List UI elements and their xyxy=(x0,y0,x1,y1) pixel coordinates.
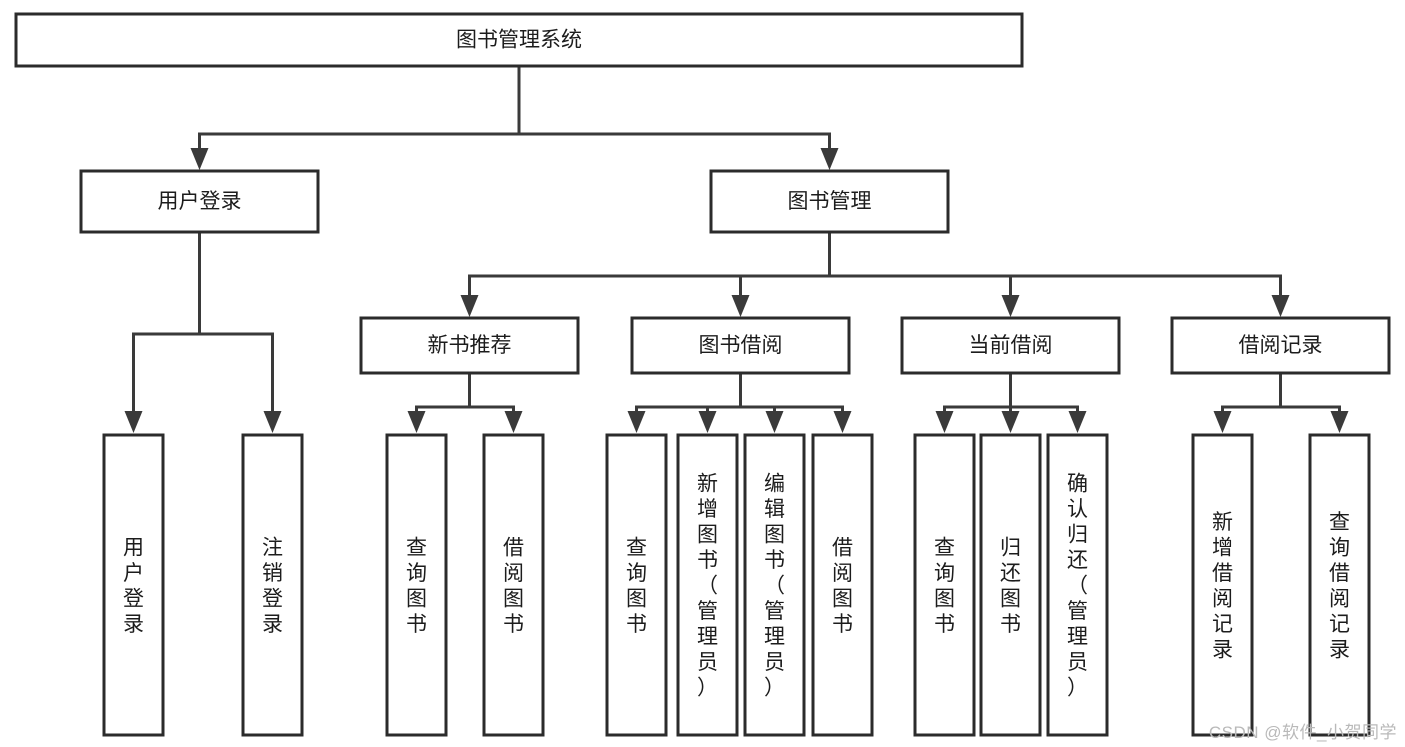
arrow-head-icon xyxy=(627,411,646,433)
arrow-head-icon xyxy=(1271,295,1290,317)
node-label: 当前借阅 xyxy=(969,334,1053,357)
arrow-head-icon xyxy=(1001,295,1020,317)
node-l3-借阅记录[interactable]: 借阅记录 xyxy=(1170,316,1391,375)
node-label: 借阅图书 xyxy=(832,536,853,636)
arrow-head-icon xyxy=(820,148,839,170)
node-l3-图书借阅[interactable]: 图书借阅 xyxy=(630,316,851,375)
node-l3-新书推荐[interactable]: 新书推荐 xyxy=(359,316,580,375)
arrow-head-icon xyxy=(935,411,954,433)
node-leaf-确认归还管理员[interactable]: 确认归还（管理员） xyxy=(1046,433,1109,737)
arrow-head-icon xyxy=(731,295,750,317)
node-label: 查询图书 xyxy=(626,536,647,636)
node-box[interactable] xyxy=(1046,433,1109,737)
node-label: 图书管理 xyxy=(788,190,872,213)
node-box[interactable] xyxy=(1191,433,1254,737)
node-label: 新增借阅记录 xyxy=(1212,511,1233,662)
node-leaf-借阅图书[interactable]: 借阅图书 xyxy=(811,433,874,737)
node-leaf-归还图书[interactable]: 归还图书 xyxy=(979,433,1042,737)
node-box[interactable] xyxy=(1308,433,1371,737)
csdn-watermark: CSDN @软件_小贺同学 xyxy=(1208,723,1397,742)
node-box[interactable] xyxy=(102,433,165,737)
connector-layer xyxy=(124,64,1349,433)
arrow-head-icon xyxy=(1330,411,1349,433)
node-layer: 图书管理系统用户登录图书管理新书推荐图书借阅当前借阅借阅记录用户登录注销登录查询… xyxy=(14,12,1391,737)
arrow-head-icon xyxy=(1213,411,1232,433)
node-box[interactable] xyxy=(630,316,851,375)
node-leaf-查询图书[interactable]: 查询图书 xyxy=(913,433,976,737)
node-root-图书管理系统[interactable]: 图书管理系统 xyxy=(14,12,1024,68)
arrow-head-icon xyxy=(124,411,143,433)
arrow-head-icon xyxy=(460,295,479,317)
node-box[interactable] xyxy=(605,433,668,737)
node-box[interactable] xyxy=(811,433,874,737)
arrow-head-icon xyxy=(190,148,209,170)
node-box[interactable] xyxy=(676,433,739,737)
node-leaf-查询借阅记录[interactable]: 查询借阅记录 xyxy=(1308,433,1371,737)
node-leaf-借阅图书[interactable]: 借阅图书 xyxy=(482,433,545,737)
node-leaf-查询图书[interactable]: 查询图书 xyxy=(605,433,668,737)
node-l3-当前借阅[interactable]: 当前借阅 xyxy=(900,316,1121,375)
arrow-head-icon xyxy=(1001,411,1020,433)
node-label: 查询图书 xyxy=(406,536,427,636)
arrow-head-icon xyxy=(833,411,852,433)
node-box[interactable] xyxy=(900,316,1121,375)
node-box[interactable] xyxy=(743,433,806,737)
node-label: 编辑图书（管理员） xyxy=(764,473,785,700)
node-box[interactable] xyxy=(482,433,545,737)
node-leaf-编辑图书管理员[interactable]: 编辑图书（管理员） xyxy=(743,433,806,737)
node-leaf-查询图书[interactable]: 查询图书 xyxy=(385,433,448,737)
node-leaf-注销登录[interactable]: 注销登录 xyxy=(241,433,304,737)
node-box[interactable] xyxy=(359,316,580,375)
node-label: 查询图书 xyxy=(934,536,955,636)
arrow-head-icon xyxy=(263,411,282,433)
arrow-head-icon xyxy=(698,411,717,433)
arrow-head-icon xyxy=(504,411,523,433)
node-label: 借阅记录 xyxy=(1239,334,1323,357)
node-box[interactable] xyxy=(979,433,1042,737)
node-leaf-新增借阅记录[interactable]: 新增借阅记录 xyxy=(1191,433,1254,737)
node-label: 查询借阅记录 xyxy=(1329,511,1350,662)
node-leaf-用户登录[interactable]: 用户登录 xyxy=(102,433,165,737)
node-label: 图书管理系统 xyxy=(456,29,582,52)
node-label: 新增图书（管理员） xyxy=(697,473,718,700)
node-label: 图书借阅 xyxy=(699,334,783,357)
node-label: 归还图书 xyxy=(1000,536,1021,636)
node-label: 注销登录 xyxy=(262,536,283,636)
node-label: 新书推荐 xyxy=(428,334,512,357)
node-box[interactable] xyxy=(241,433,304,737)
node-label: 用户登录 xyxy=(158,190,242,213)
node-l2-图书管理[interactable]: 图书管理 xyxy=(709,169,950,234)
node-box[interactable] xyxy=(385,433,448,737)
node-l2-用户登录[interactable]: 用户登录 xyxy=(79,169,320,234)
node-box[interactable] xyxy=(709,169,950,234)
node-label: 借阅图书 xyxy=(503,536,524,636)
node-label: 用户登录 xyxy=(123,536,144,636)
node-box[interactable] xyxy=(1170,316,1391,375)
arrow-head-icon xyxy=(1068,411,1087,433)
node-label: 确认归还（管理员） xyxy=(1067,473,1088,700)
node-leaf-新增图书管理员[interactable]: 新增图书（管理员） xyxy=(676,433,739,737)
arrow-head-icon xyxy=(407,411,426,433)
node-box[interactable] xyxy=(913,433,976,737)
arrow-head-icon xyxy=(765,411,784,433)
node-box[interactable] xyxy=(79,169,320,234)
node-box[interactable] xyxy=(14,12,1024,68)
